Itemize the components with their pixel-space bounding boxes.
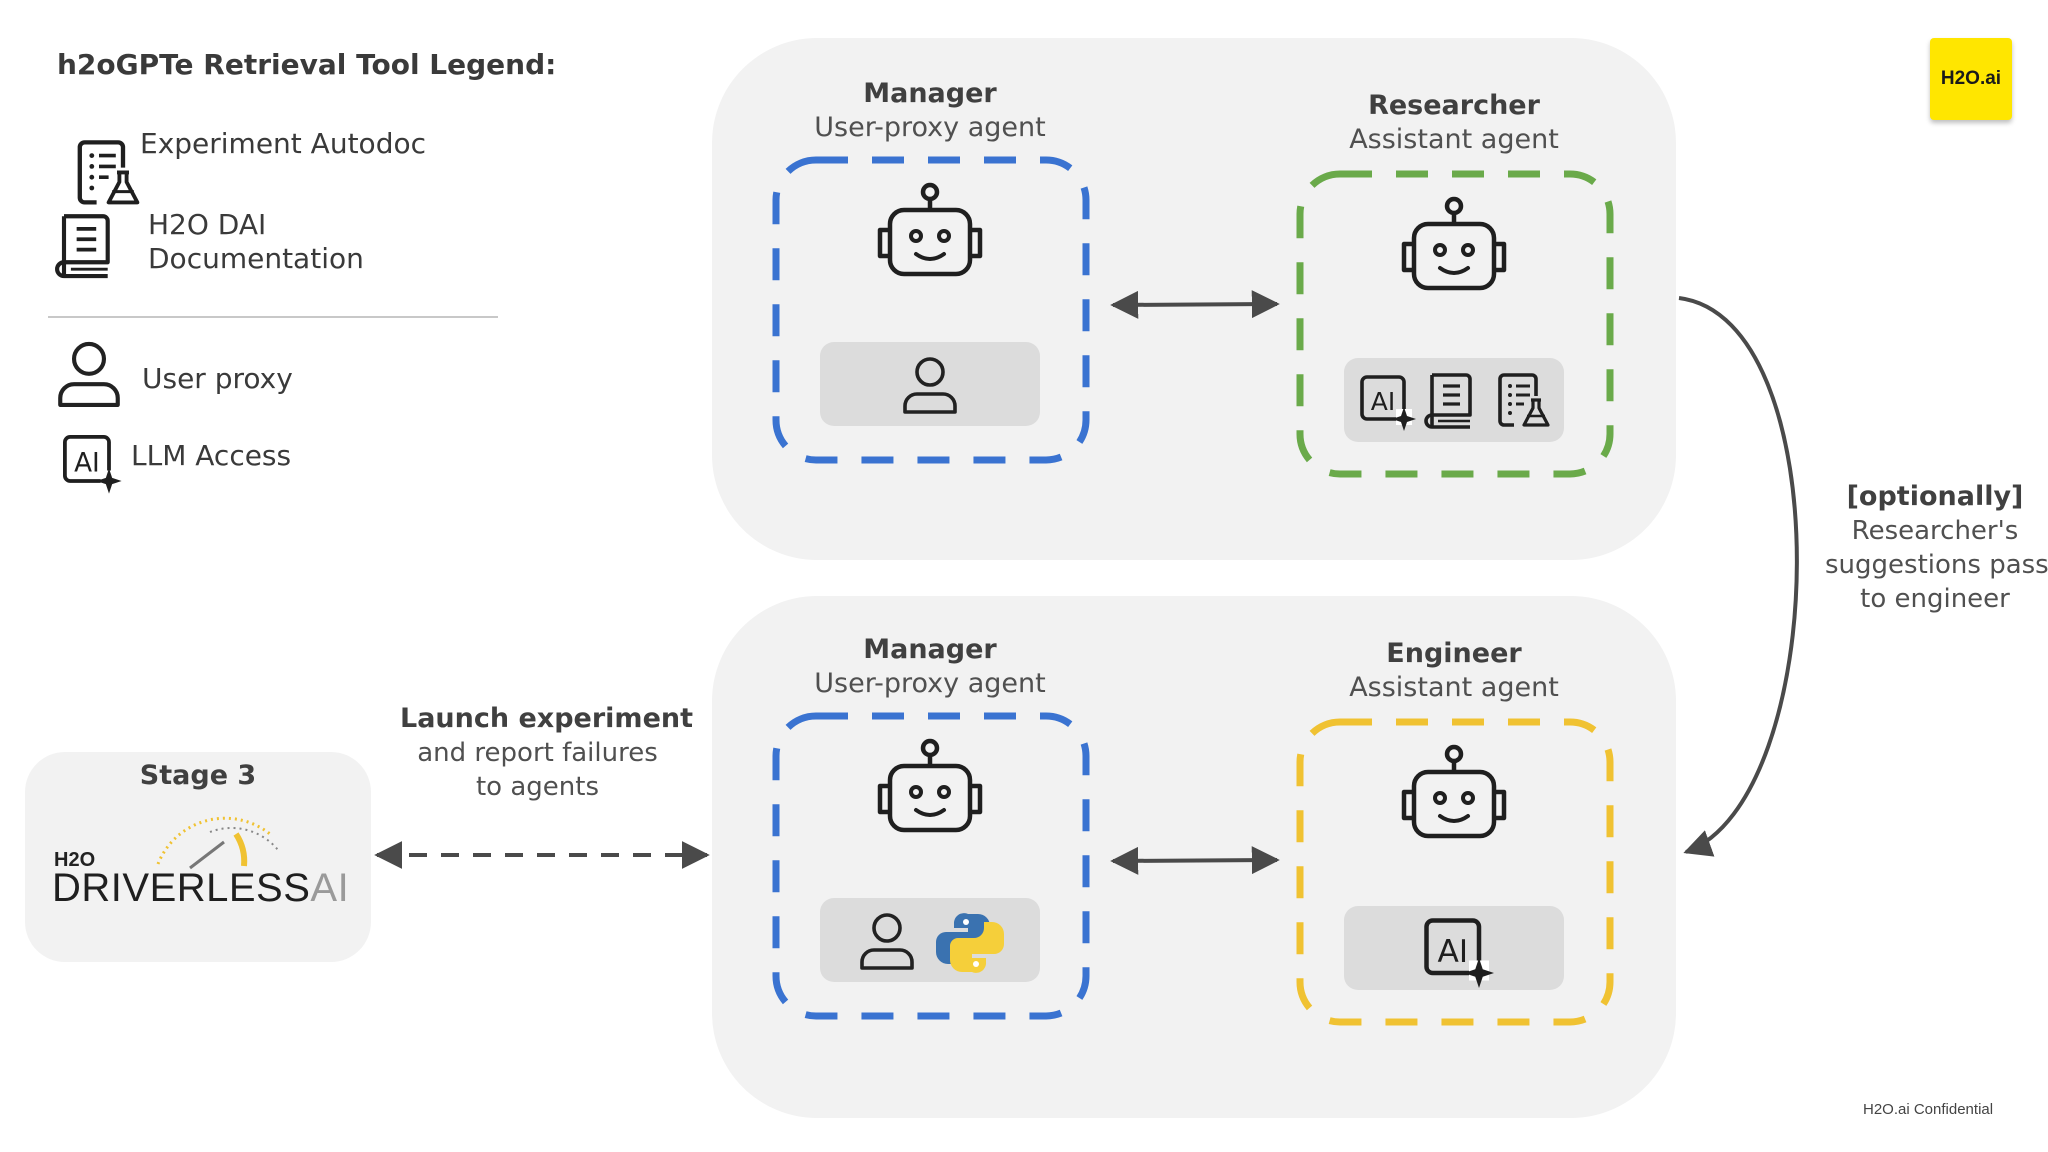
stage2-engineer-robot-icon — [1404, 747, 1504, 836]
legend-label-user-proxy: User proxy — [142, 362, 293, 395]
launch-note-line1: and report failures — [417, 738, 658, 768]
agent-role: Assistant agent — [1349, 672, 1559, 703]
stage2-engineer-ai-icon — [1427, 921, 1495, 989]
stage1-researcher-border — [1296, 170, 1614, 478]
legend-label-autodoc: Experiment Autodoc — [140, 127, 426, 160]
agent-name: Engineer — [1386, 638, 1522, 669]
driverless-speedometer-icon — [156, 816, 279, 870]
optional-note-line1: Researcher's — [1851, 516, 2019, 546]
launch-note-bold: Launch experiment — [400, 703, 694, 734]
stage-3-box — [25, 752, 371, 962]
agent-name: Researcher — [1368, 90, 1540, 121]
stage1-manager-border — [772, 156, 1090, 464]
stage1-manager-robot-icon — [880, 185, 980, 274]
optional-note: [optionally] Researcher's suggestions pa… — [1825, 480, 2048, 616]
stage1-manager-title: Manager User-proxy agent — [730, 77, 1130, 145]
stage1-researcher-book-icon — [1424, 373, 1472, 429]
stage2-bidirectional-arrow — [1110, 846, 1280, 875]
agent-name: Manager — [863, 634, 997, 665]
driverless-logo-wordmark: DRIVERLESSAI — [52, 866, 349, 911]
legend-label-documentation-1: H2O DAI — [148, 208, 267, 241]
legend-label-documentation-2: Documentation — [148, 242, 364, 275]
driverless-logo-ai: AI — [310, 866, 350, 910]
stage2-manager-title: Manager User-proxy agent — [730, 633, 1130, 701]
optional-note-line3: to engineer — [1860, 584, 2010, 614]
driverless-logo-h2o: H2O — [54, 849, 96, 871]
stage1-researcher-autodoc-icon — [1498, 373, 1550, 427]
stage2-engineer-border — [1296, 718, 1614, 1026]
agent-role: Assistant agent — [1349, 124, 1559, 155]
legend-title: h2oGPTe Retrieval Tool Legend: — [57, 48, 557, 81]
agent-name: Manager — [863, 78, 997, 109]
optional-note-line2: suggestions passed — [1825, 550, 2048, 580]
stage1-researcher-robot-icon — [1404, 199, 1504, 288]
legend-label-llm-access: LLM Access — [131, 439, 292, 472]
agent-role: User-proxy agent — [814, 112, 1046, 143]
confidential-footer: H2O.ai Confidential — [1863, 1101, 1994, 1118]
ai-sparkle-icon — [63, 435, 124, 496]
launch-note-line2: to agents — [475, 772, 600, 802]
agent-role: User-proxy agent — [814, 668, 1046, 699]
stage2-engineer-title: Engineer Assistant agent — [1254, 637, 1654, 705]
h2o-logo-badge: H2O.ai — [1930, 38, 2012, 120]
stage1-researcher-title: Researcher Assistant agent — [1254, 89, 1654, 157]
driverless-logo-main: DRIVERLESS — [52, 866, 311, 910]
stage1-manager-user-icon — [903, 357, 957, 414]
stage2-manager-python-icon — [936, 913, 1004, 973]
documentation-book-icon — [57, 216, 108, 276]
stage1-bidirectional-arrow — [1110, 290, 1280, 319]
stage2-manager-robot-icon — [880, 741, 980, 830]
autodoc-flask-icon — [80, 142, 138, 202]
stage1-researcher-ai-icon — [1360, 375, 1418, 433]
stage2-manager-user-icon — [860, 913, 914, 970]
optional-note-bold: [optionally] — [1846, 481, 2024, 512]
stage2-manager-border — [772, 712, 1090, 1020]
user-icon — [60, 344, 118, 405]
launch-note: Launch experiment and report failures to… — [400, 702, 694, 804]
optional-curved-arrow — [1678, 296, 1799, 857]
stage-3-title: Stage 3 — [139, 760, 257, 791]
